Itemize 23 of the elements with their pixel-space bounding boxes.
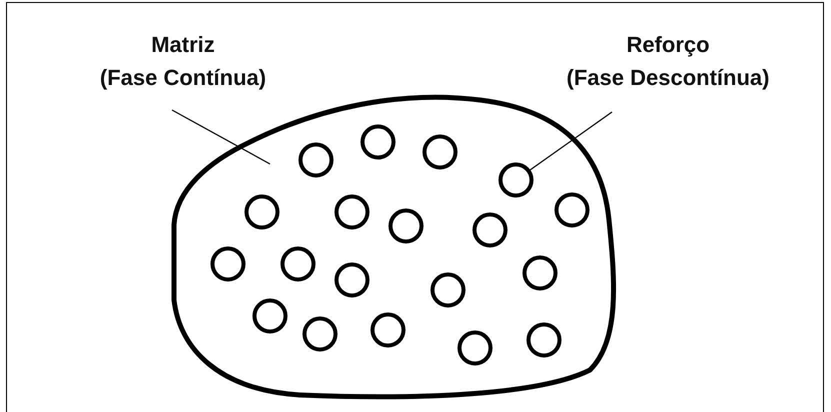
particle-circle [360,124,396,160]
particle-circle [252,298,288,334]
callout-label: Reforço (Fase Descontínua) [518,28,818,94]
particle-circle [522,255,558,291]
leader-line [172,109,270,165]
particle-circle [526,322,562,358]
particle-circle [498,162,534,198]
particle-circle [422,134,458,170]
particle-circle [457,330,493,366]
particle-circle [334,194,370,230]
particle-circle [388,208,424,244]
callout-label: Matriz (Fase Contínua) [92,28,274,94]
particle-circle [472,212,508,248]
particle-circle [244,194,280,230]
particle-circle [302,316,338,352]
particle-circle [298,142,334,178]
particle-circle [210,246,246,282]
particle-circle [554,192,590,228]
particle-circle [370,312,406,348]
particle-circle [334,262,370,298]
particle-circle [430,272,466,308]
leader-line [530,112,612,171]
particle-circle [280,246,316,282]
